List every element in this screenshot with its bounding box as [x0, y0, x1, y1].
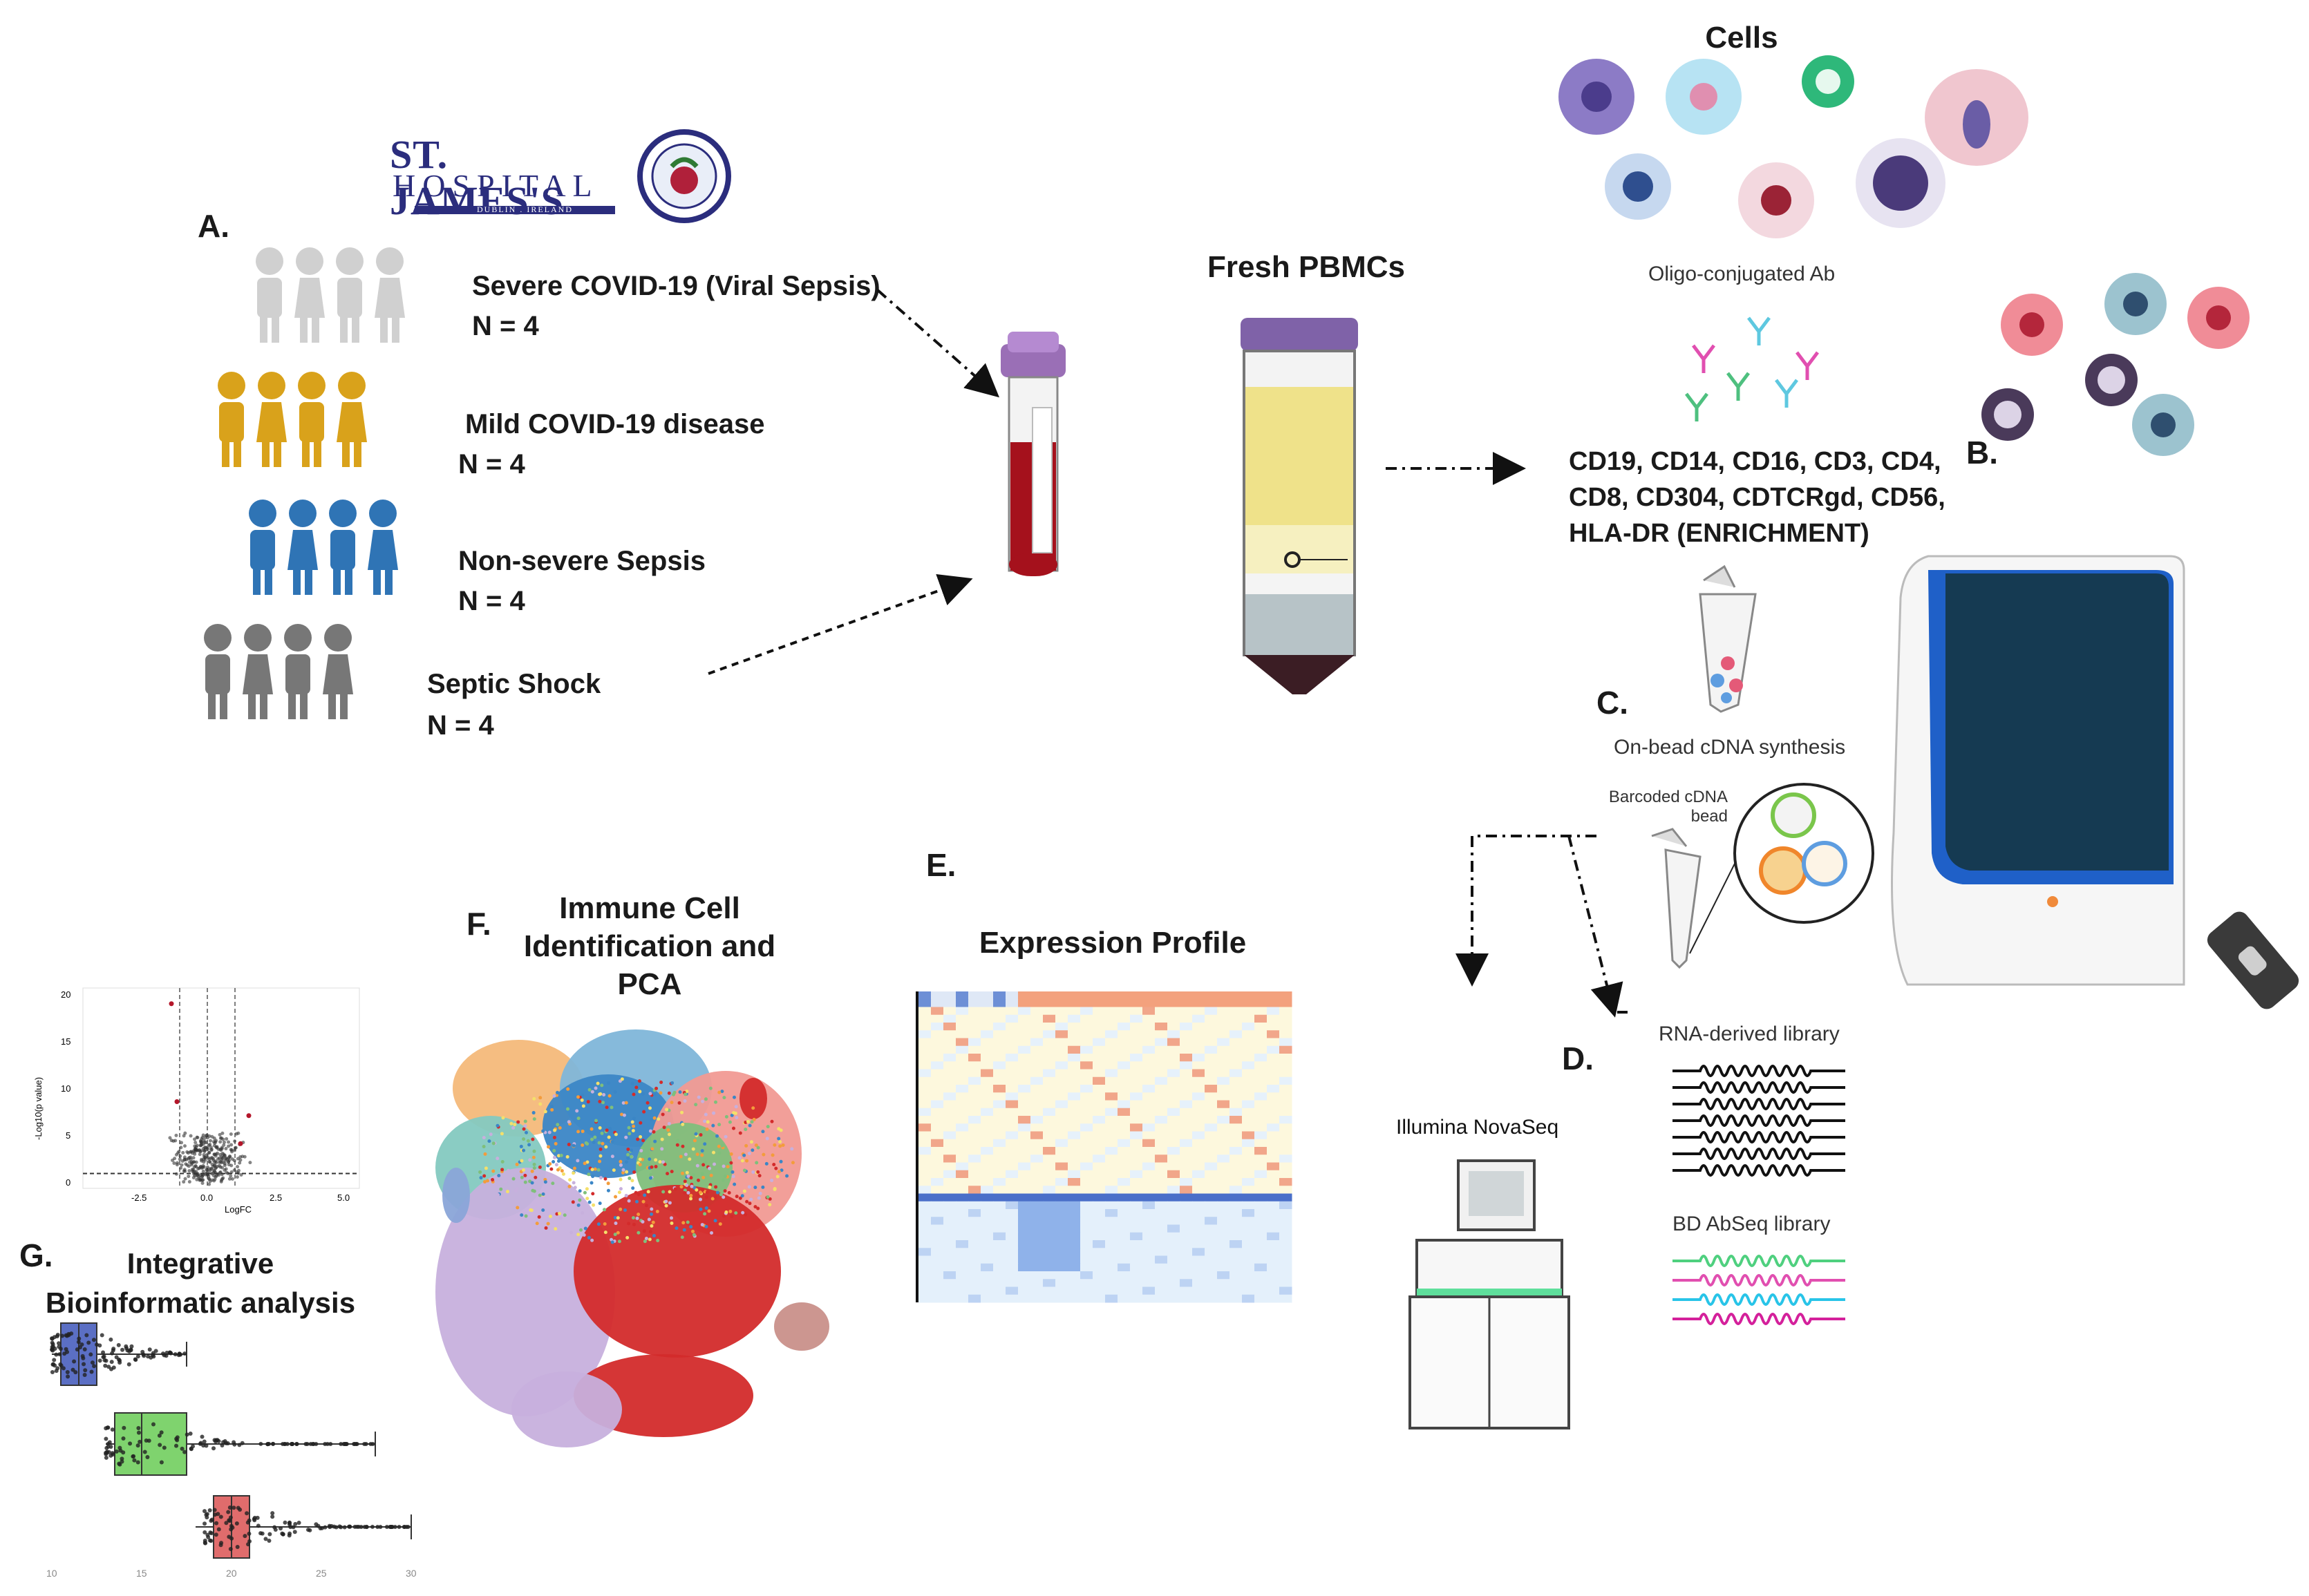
panel-label-c: C.: [1596, 685, 1628, 721]
integrative-title-line1: Integrative: [126, 1247, 274, 1280]
expression-heatmap: [916, 991, 1292, 1303]
blood-tube-icon: [1001, 332, 1066, 576]
pbmc-tube-icon: [1241, 318, 1358, 694]
bd-rhapsody-instrument-icon: [1891, 555, 2185, 986]
cdna-title: On-bead cDNA synthesis: [1614, 736, 1846, 759]
labeled-cells-icon: [1981, 273, 2250, 456]
antibodies-icon: [1685, 316, 1819, 421]
group-name-septic-shock: Septic Shock: [427, 669, 601, 699]
bead-tube-icon: [1651, 783, 1874, 969]
integrative-title-line2: Bioinformatic analysis: [45, 1286, 356, 1319]
panel-label-e: E.: [926, 847, 956, 883]
hospital-logo: ST. JAMES'S HOSPITAL DUBLIN . IRELAND: [387, 131, 615, 223]
rna-library-label: RNA-derived library: [1659, 1023, 1840, 1045]
volcano-xlabel: LogFC: [225, 1204, 252, 1215]
logo-line1: ST. JAMES'S: [390, 132, 564, 223]
illumina-novaseq-icon: [1408, 1159, 1570, 1429]
volcano-xtick-0: 0.0: [200, 1193, 213, 1203]
volcano-xtick-m25: -2.5: [131, 1193, 147, 1203]
volcano-ytick-15: 15: [61, 1036, 70, 1047]
group-n-nonsevere-sepsis: N = 4: [458, 586, 525, 616]
hospital-crest-icon: [637, 129, 731, 223]
boxplot-xtick: 20: [226, 1568, 237, 1579]
panel-label-d: D.: [1562, 1041, 1594, 1076]
abseq-library-label: BD AbSeq library: [1672, 1213, 1831, 1235]
people-group-septic-shock-icon: [204, 624, 353, 719]
cells-title: Cells: [1705, 21, 1778, 55]
panel-label-f: F.: [466, 906, 491, 942]
cell-tube-icon: [1699, 564, 1757, 713]
logo-line3: DUBLIN . IRELAND: [477, 205, 573, 214]
umap-title-line2: Identification and: [523, 929, 776, 963]
volcano-xtick-25: 2.5: [270, 1193, 282, 1203]
bead-label: Barcoded cDNA bead: [1608, 788, 1728, 826]
boxplot-xtick: 10: [46, 1568, 57, 1579]
volcano-ytick-10: 10: [61, 1083, 70, 1094]
boxplot-xtick: 30: [406, 1568, 417, 1579]
immune-cells-icon: [1558, 55, 2028, 238]
boxplot-xtick: 25: [316, 1568, 327, 1579]
people-group-nonsevere-sepsis-icon: [249, 500, 398, 595]
volcano-ytick-5: 5: [66, 1130, 70, 1141]
group-name-nonsevere-sepsis: Non-severe Sepsis: [458, 546, 706, 576]
panel-label-a: A.: [198, 208, 229, 244]
boxplot-swarm: 10 15 20 25 30: [46, 1322, 417, 1579]
abseq-library-waves-icon: [1672, 1255, 1845, 1325]
pbmc-title: Fresh PBMCs: [1207, 250, 1406, 284]
sequencer-label: Illumina NovaSeq: [1396, 1116, 1559, 1139]
group-name-severe-covid: Severe COVID-19 (Viral Sepsis): [472, 271, 880, 301]
umap-cluster-plot: [435, 1029, 829, 1447]
logo-line2: HOSPITAL: [393, 168, 599, 203]
people-group-mild-covid-icon: [218, 372, 367, 467]
rna-library-waves-icon: [1672, 1065, 1845, 1177]
marker-list: CD19, CD14, CD16, CD3, CD4, CD8, CD304, …: [1569, 447, 1945, 548]
group-n-mild-covid: N = 4: [458, 449, 525, 479]
umap-title-line1: Immune Cell: [559, 891, 740, 925]
volcano-ytick-0: 0: [66, 1177, 70, 1188]
group-n-septic-shock: N = 4: [427, 710, 494, 741]
volcano-ytick-20: 20: [61, 989, 70, 1000]
volcano-xtick-5: 5.0: [337, 1193, 350, 1203]
volcano-ylabel: -Log10(p value): [33, 1077, 44, 1140]
cartridge-icon: [2207, 911, 2299, 1009]
panel-label-b: B.: [1966, 435, 1998, 471]
umap-title-line3: PCA: [617, 967, 682, 1001]
ab-label: Oligo-conjugated Ab: [1648, 263, 1836, 285]
volcano-plot: -Log10(p value) LogFC 0 5 10 15 20 -2.5 …: [33, 987, 360, 1215]
boxplot-xtick: 15: [136, 1568, 147, 1579]
panel-label-g: G.: [19, 1237, 53, 1273]
expression-title: Expression Profile: [979, 926, 1247, 960]
group-n-severe-covid: N = 4: [472, 311, 539, 341]
group-name-mild-covid: Mild COVID-19 disease: [465, 409, 765, 439]
people-group-severe-covid-icon: [256, 247, 405, 343]
